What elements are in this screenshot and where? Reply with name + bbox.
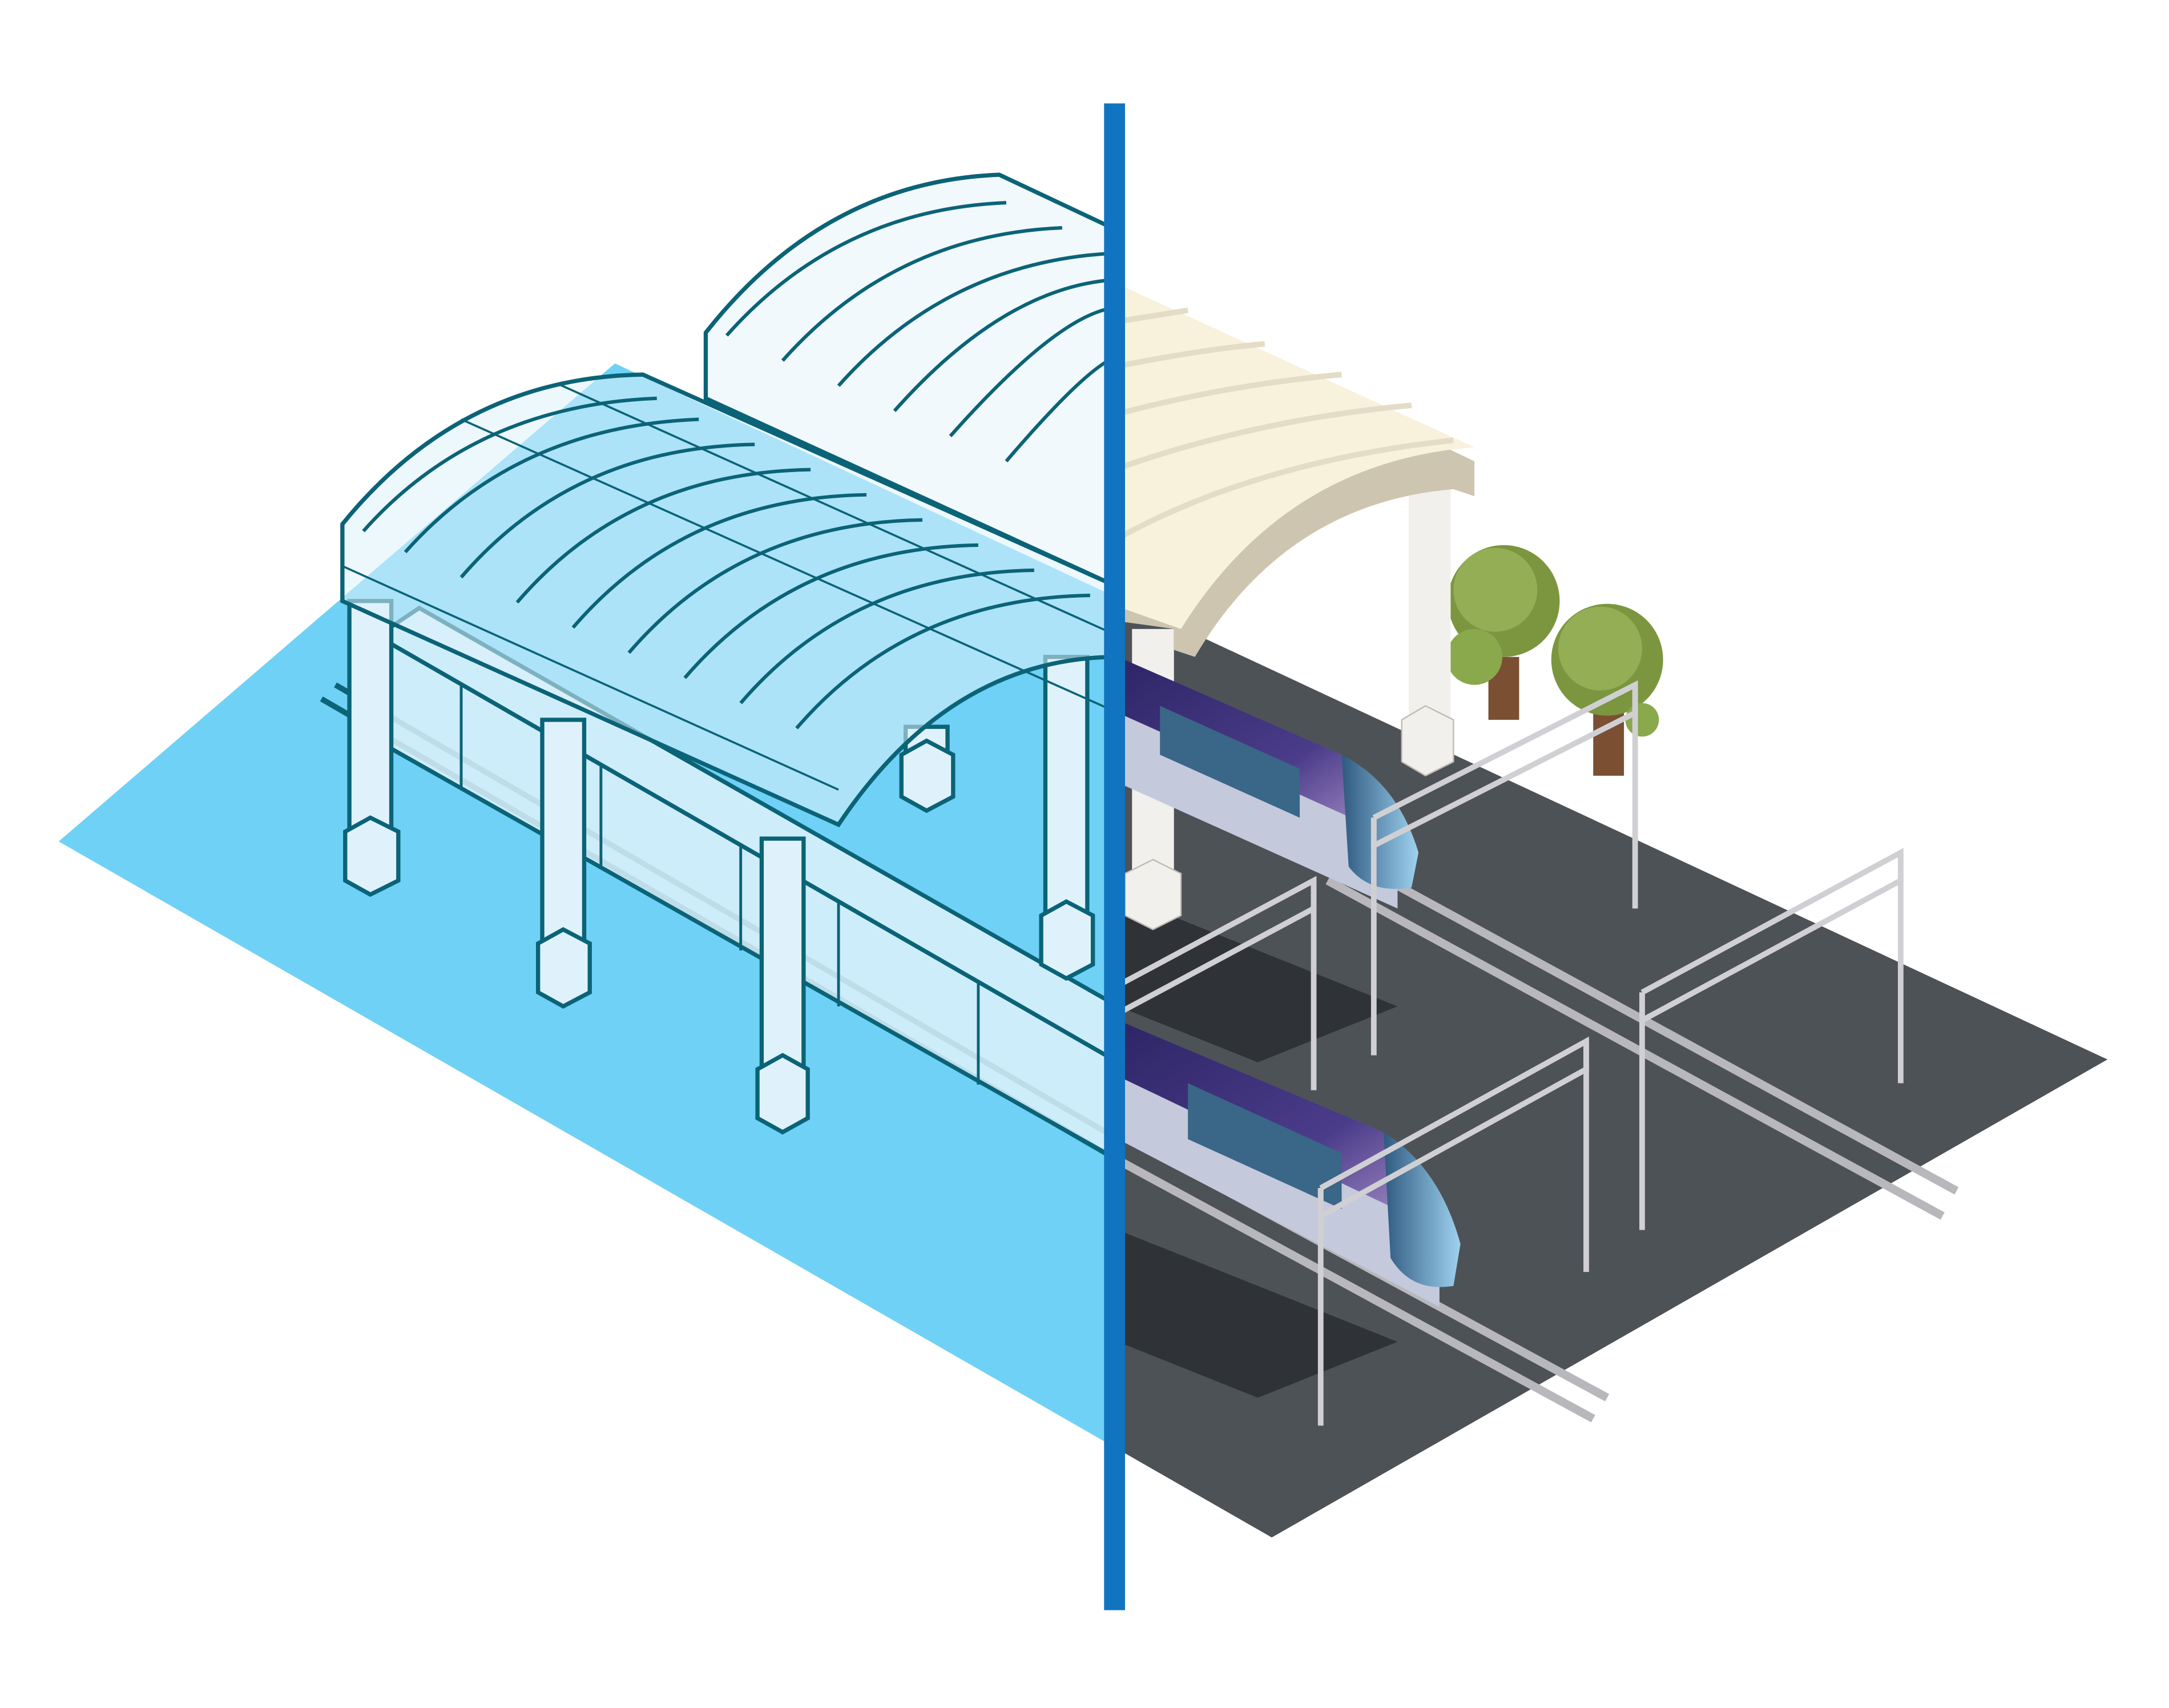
tree-1 <box>1446 545 1560 720</box>
blueprint-roof-front <box>340 372 1114 828</box>
rail-track-upper <box>1325 863 1959 1220</box>
rendered-roof <box>1114 282 1475 657</box>
blueprint-roof-back <box>703 172 1114 588</box>
blueprint-columns <box>343 599 1095 1135</box>
catenary-gantries <box>1116 680 1904 1426</box>
divider-line <box>1104 103 1126 1610</box>
train-upper <box>1118 656 1419 909</box>
blueprint-half <box>58 172 1114 1447</box>
rendered-half <box>1114 282 2108 1538</box>
